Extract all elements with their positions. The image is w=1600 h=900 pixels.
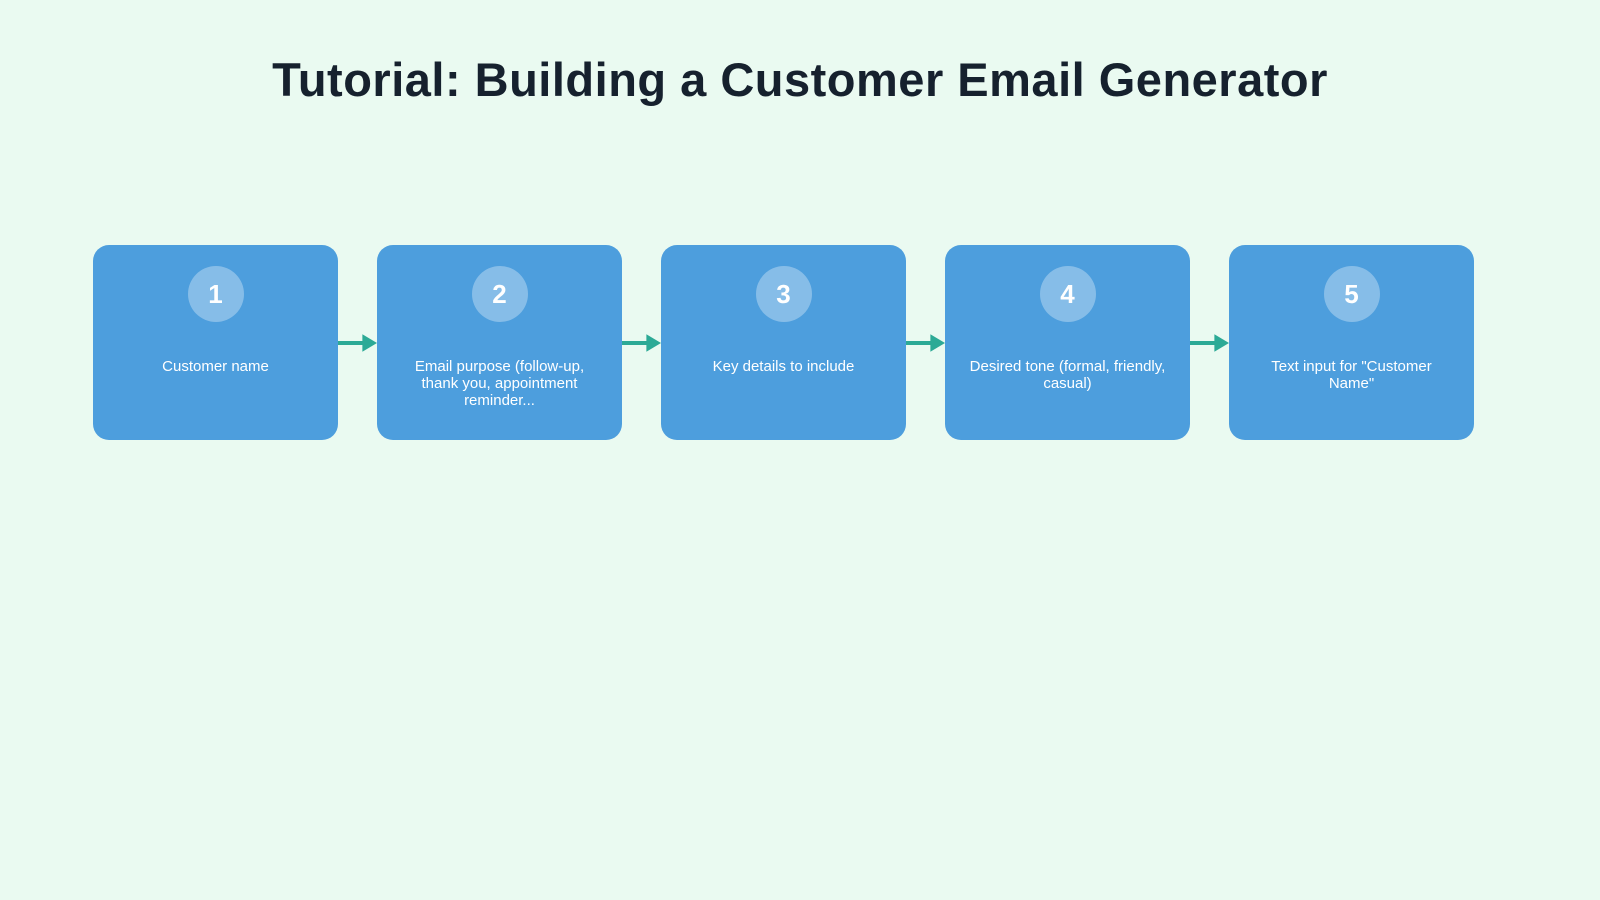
step-card-5: 5 Text input for "Customer Name" xyxy=(1229,245,1474,440)
step-label: Desired tone (formal, friendly, casual) xyxy=(969,358,1166,392)
step-number: 5 xyxy=(1344,278,1359,309)
step-label: Text input for "Customer Name" xyxy=(1271,358,1432,392)
flow-connector xyxy=(906,330,945,356)
step-card-1: 1 Customer name xyxy=(93,245,338,440)
arrow-right-icon xyxy=(1190,333,1229,352)
step-number-badge: 1 xyxy=(187,266,244,322)
arrow-right-icon xyxy=(622,333,661,352)
step-number-badge: 5 xyxy=(1323,266,1380,322)
workflow-diagram: 1 Customer name 2 Email purpose (follow-… xyxy=(93,245,1474,440)
step-number: 1 xyxy=(208,278,223,309)
step-number: 4 xyxy=(1060,278,1075,309)
step-label: Email purpose (follow-up, thank you, app… xyxy=(414,358,585,409)
flow-connector xyxy=(1190,330,1229,356)
page-title: Tutorial: Building a Customer Email Gene… xyxy=(272,53,1328,106)
step-number-badge: 3 xyxy=(755,266,812,322)
arrow-right-icon xyxy=(338,333,377,352)
step-card-2: 2 Email purpose (follow-up, thank you, a… xyxy=(377,245,622,440)
step-label: Key details to include xyxy=(712,358,855,375)
arrow-right-icon xyxy=(906,333,945,352)
step-card-3: 3 Key details to include xyxy=(661,245,906,440)
flow-connector xyxy=(338,330,377,356)
step-number: 3 xyxy=(776,278,791,309)
step-card-4: 4 Desired tone (formal, friendly, casual… xyxy=(945,245,1190,440)
flow-connector xyxy=(622,330,661,356)
step-number-badge: 2 xyxy=(471,266,528,322)
step-number-badge: 4 xyxy=(1039,266,1096,322)
step-number: 2 xyxy=(492,278,507,309)
step-label: Customer name xyxy=(162,358,269,375)
